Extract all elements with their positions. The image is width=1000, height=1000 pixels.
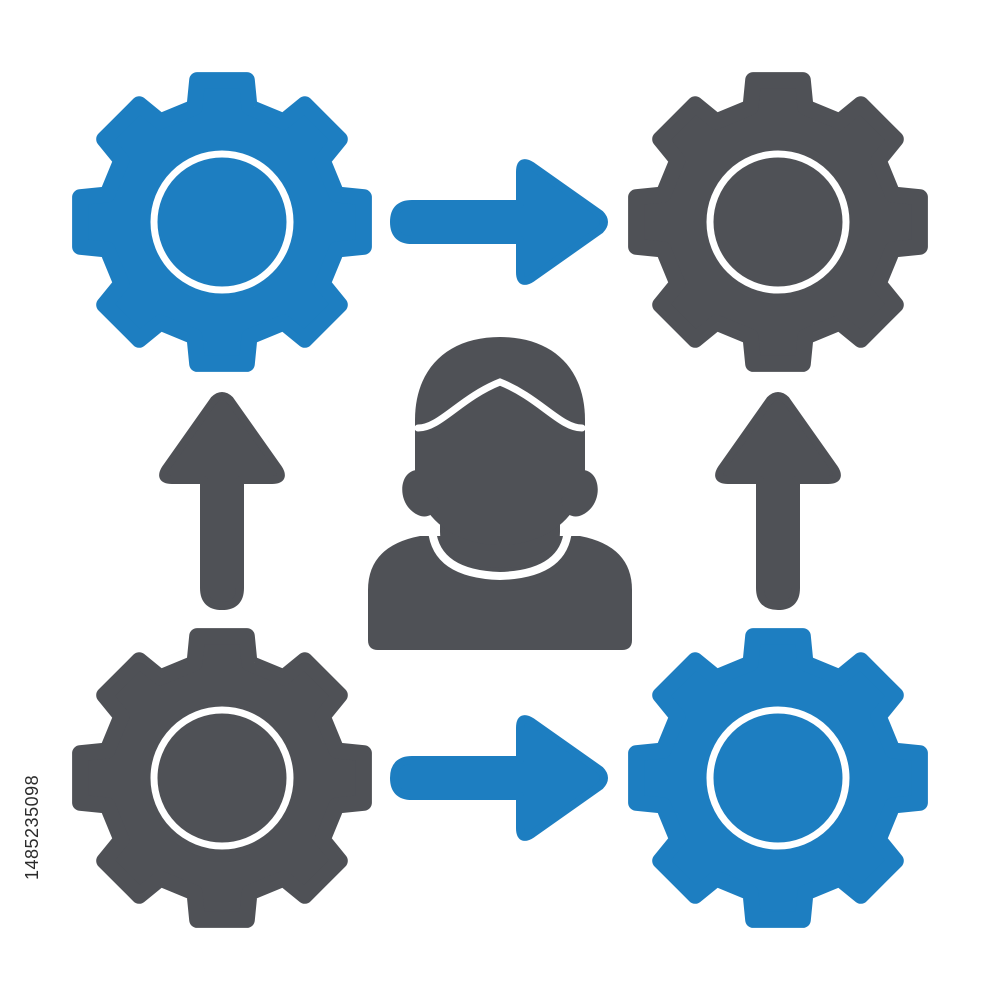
arrow-top-right-icon [390, 159, 608, 285]
user-body [368, 536, 632, 650]
user-icon [368, 337, 632, 650]
arrow-bottom-right-icon [390, 715, 608, 841]
arrow-left-up-icon [159, 392, 285, 610]
arrow-shape [390, 715, 608, 841]
user-hair-line [414, 378, 586, 432]
gear-top-left-icon [72, 72, 372, 372]
gear-ring [150, 706, 294, 850]
gear-ring [706, 150, 850, 294]
stock-id-label: 1485235098 [22, 774, 42, 880]
user-ear-left [402, 470, 439, 517]
user-ear-right [561, 470, 598, 517]
gear-ring [150, 150, 294, 294]
gear-ring [706, 706, 850, 850]
gear-top-right-icon [628, 72, 928, 372]
gear-bottom-left-icon [72, 628, 372, 928]
gear-bottom-right-icon [628, 628, 928, 928]
arrow-right-up-icon [715, 392, 841, 610]
user-collar [428, 529, 572, 581]
arrow-shape [715, 392, 841, 610]
arrow-shape [390, 159, 608, 285]
user-head [415, 337, 585, 545]
arrow-shape [159, 392, 285, 610]
